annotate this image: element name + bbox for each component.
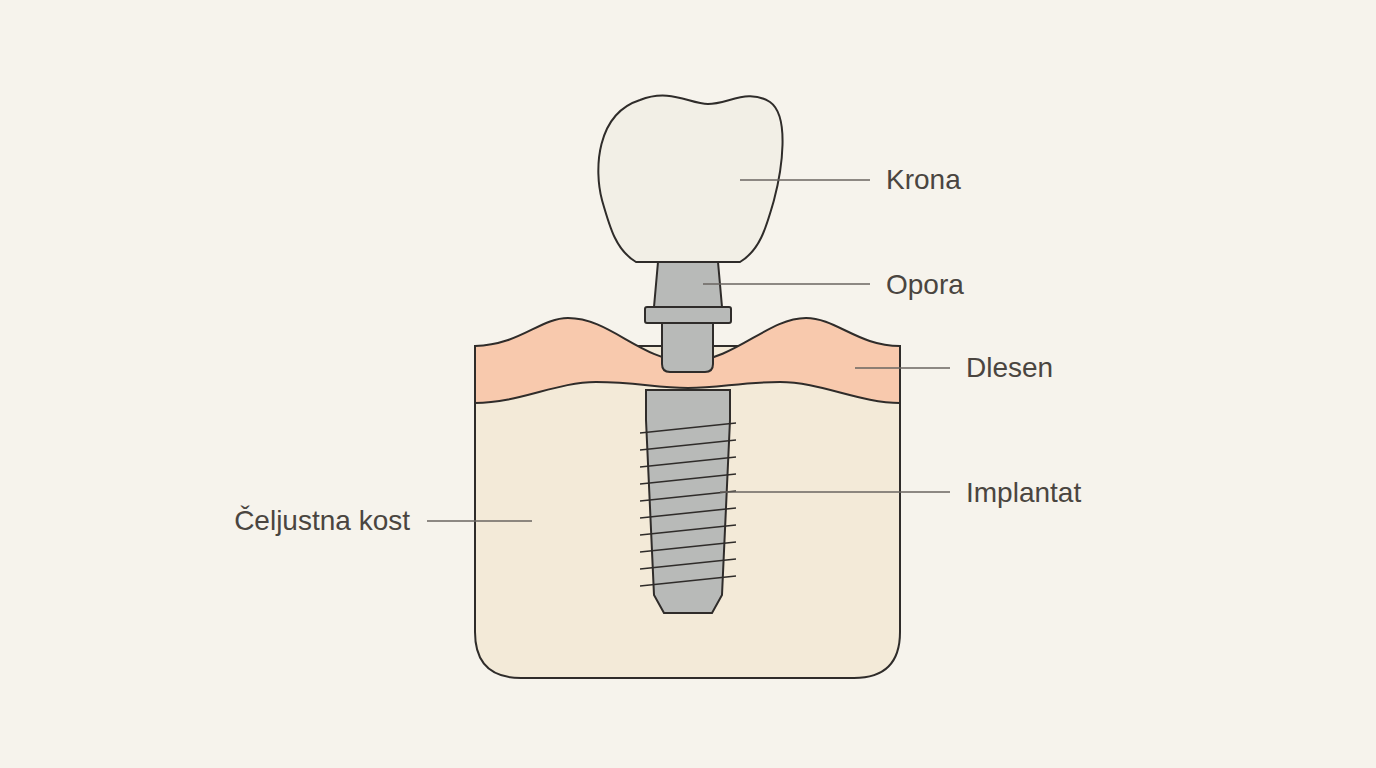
leader-line bbox=[720, 491, 950, 493]
part-label: Čeljustna kost bbox=[234, 506, 410, 537]
implant-screw bbox=[646, 390, 730, 613]
thread-stroke bbox=[640, 440, 736, 450]
abutment-post bbox=[662, 322, 713, 372]
part-label: Dlesen bbox=[966, 353, 1053, 384]
part-label: Krona bbox=[886, 165, 961, 196]
screw-threads bbox=[640, 423, 736, 586]
thread-stroke bbox=[640, 423, 736, 433]
thread-stroke bbox=[640, 559, 736, 569]
leader-line bbox=[855, 367, 950, 369]
thread-stroke bbox=[640, 525, 736, 535]
crown bbox=[598, 96, 782, 262]
thread-stroke bbox=[640, 542, 736, 552]
thread-stroke bbox=[640, 474, 736, 484]
leader-line bbox=[740, 179, 870, 181]
leader-lines bbox=[427, 180, 950, 521]
abutment-collar bbox=[645, 307, 731, 323]
part-label: Implantat bbox=[966, 478, 1081, 509]
part-label: Opora bbox=[886, 270, 964, 301]
jaw-bone bbox=[475, 346, 900, 678]
thread-stroke bbox=[640, 576, 736, 586]
thread-stroke bbox=[640, 508, 736, 518]
leader-line bbox=[427, 520, 532, 522]
thread-stroke bbox=[640, 457, 736, 467]
leader-line bbox=[703, 283, 870, 285]
